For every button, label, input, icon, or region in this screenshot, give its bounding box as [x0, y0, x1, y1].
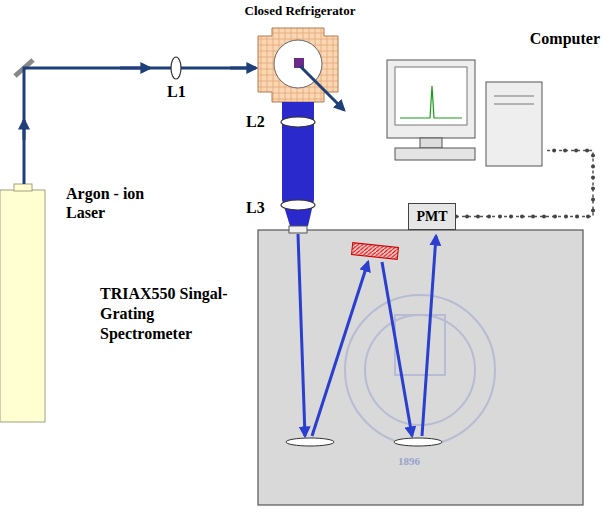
mirror — [286, 438, 334, 446]
laser-body — [0, 190, 45, 422]
collection-beam — [282, 102, 314, 226]
node-text: PMT — [409, 204, 455, 229]
optical-ray — [312, 262, 368, 436]
watermark-text: 1896 — [398, 452, 420, 471]
monitor-stand — [420, 138, 442, 148]
node-text: Computer — [530, 30, 600, 48]
beam-arrow — [120, 67, 150, 70]
beam-arrow — [23, 120, 26, 140]
beam-arrow — [230, 67, 256, 70]
optical-ray — [298, 234, 305, 436]
drive-bay — [494, 96, 534, 97]
laser-label: Argon - ion Laser — [66, 184, 148, 222]
lens-label: L1 — [167, 82, 186, 101]
computer-node: Computer — [385, 30, 545, 170]
laser-beam — [24, 68, 252, 184]
optical-ray — [422, 236, 436, 436]
watermark — [345, 295, 495, 445]
lens-label: L3 — [246, 198, 265, 217]
entrance-slit — [289, 226, 307, 233]
spectrometer-housing — [258, 230, 583, 505]
lens-label: L2 — [246, 112, 265, 131]
pmt-box: PMT — [408, 203, 456, 230]
laser-aperture — [14, 184, 32, 191]
refrigerator-node: Closed Refrigerator — [240, 0, 360, 104]
monitor — [387, 60, 475, 138]
data-cable — [456, 150, 593, 216]
node-text: TRIAX550 Singal-Grating Spectrometer — [100, 284, 240, 344]
spectrometer-node: TRIAX550 Singal-Grating Spectrometer — [100, 228, 585, 507]
lens — [281, 117, 315, 127]
lens — [281, 200, 315, 210]
keyboard — [395, 148, 475, 160]
drive-bay — [494, 104, 534, 105]
grating — [351, 243, 398, 260]
node-text: Closed Refrigerator — [240, 3, 360, 18]
screen-spectrum — [400, 86, 462, 118]
computer-tower — [486, 82, 542, 166]
lens — [171, 57, 181, 79]
mirror — [394, 438, 442, 446]
optical-ray — [382, 262, 412, 436]
monitor-screen — [395, 67, 467, 125]
